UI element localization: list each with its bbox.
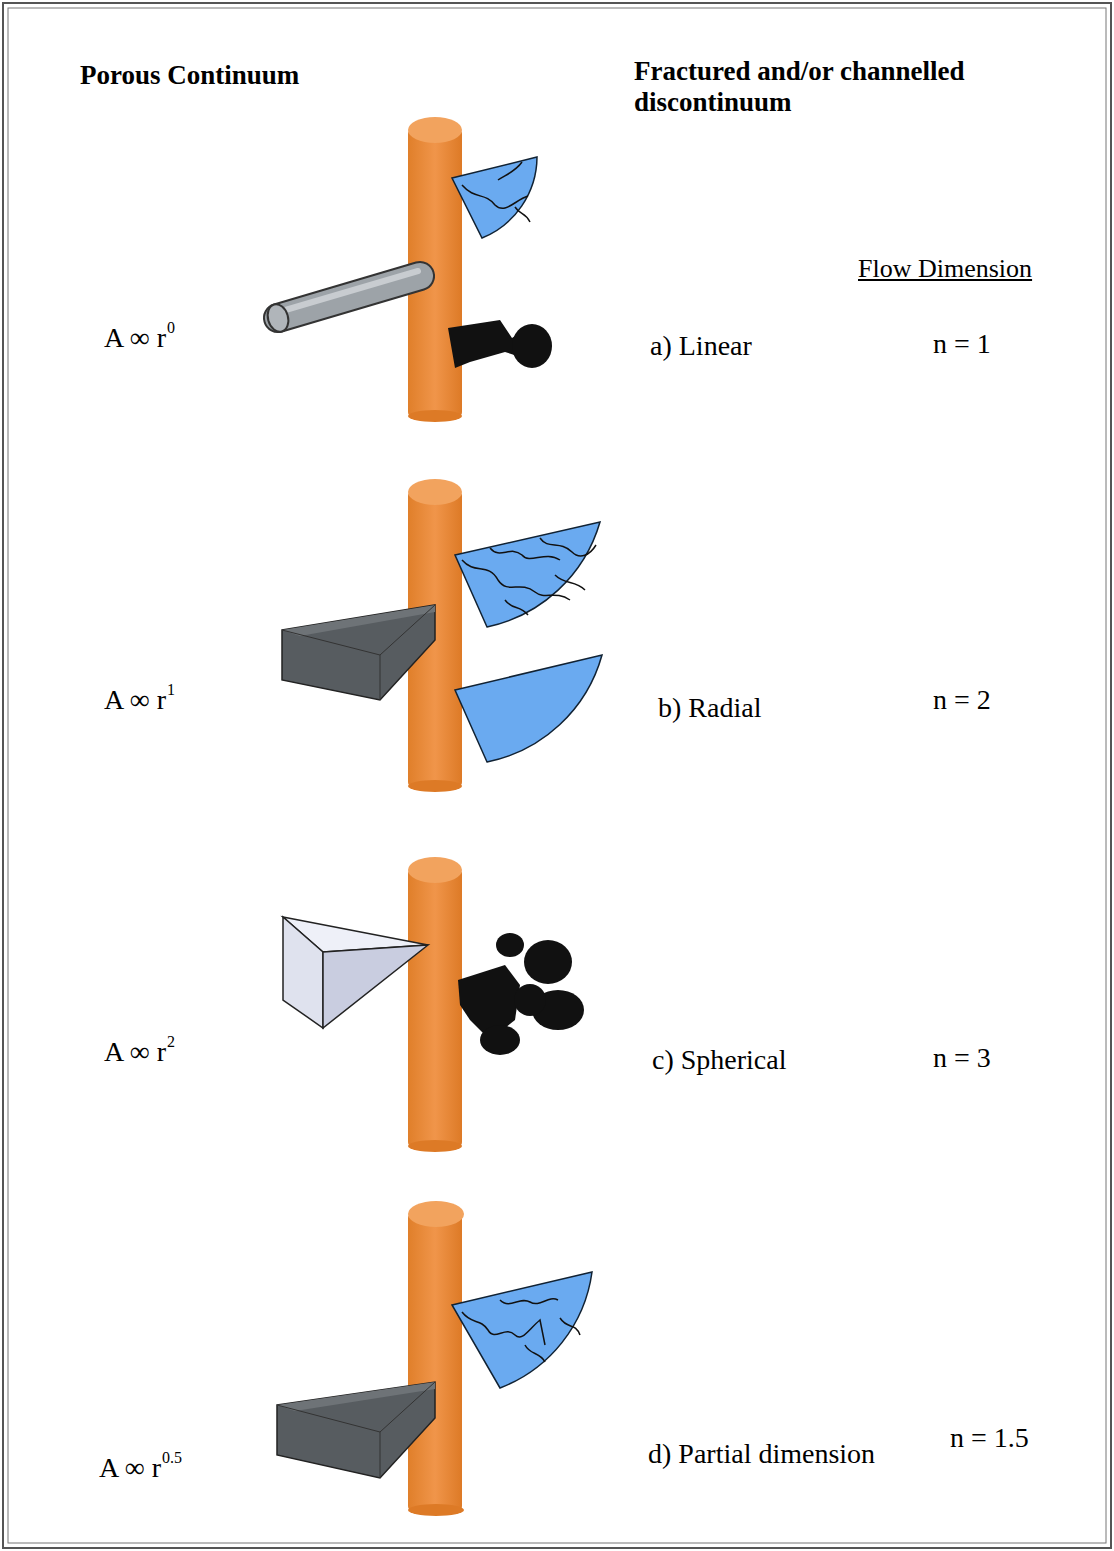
area-relation: A ∞ r [104,684,166,716]
flow-dimension-heading: Flow Dimension [858,254,1032,284]
fracture-sector [452,1272,592,1388]
column-heading: Porous Continuum [80,60,299,91]
fracture-cracks [462,538,596,615]
panel-linear [265,117,552,422]
channel-blob [448,320,552,368]
frame-inner [8,8,1106,1543]
area-exponent: 0 [167,319,175,337]
flow-dimension-value: n = 3 [933,1042,991,1074]
fracture-cracks [462,1299,580,1362]
panel-spherical [283,857,584,1152]
panel-partial [277,1201,592,1516]
linear-tube [265,271,420,334]
flow-type: a) Linear [650,330,752,362]
fracture-sector [455,522,600,627]
column-heading: Fractured and/or channelled discontinuum [634,56,1034,118]
flow-dimension-value: n = 1 [933,328,991,360]
spherical-prism [283,917,428,1028]
planar-sector [455,655,602,762]
area-relation: A ∞ r [104,322,166,354]
fracture-cracks [462,162,530,222]
panel-radial [282,479,602,792]
radial-wedge [282,605,435,700]
area-exponent: 2 [167,1033,175,1051]
flow-type: d) Partial dimension [648,1438,875,1470]
flow-dimension-value: n = 1.5 [950,1422,1029,1454]
borehole [408,857,462,1152]
flow-type: c) Spherical [652,1044,787,1076]
borehole [408,1201,464,1516]
channel-blob [458,933,584,1055]
frame [3,3,1111,1548]
flow-dimension-value: n = 2 [933,684,991,716]
area-exponent: 0.5 [162,1449,182,1467]
area-exponent: 1 [167,681,175,699]
flow-type: b) Radial [658,692,761,724]
partial-wedge [277,1382,435,1478]
area-relation: A ∞ r [104,1036,166,1068]
area-relation: A ∞ r [99,1452,161,1484]
fracture-sector [452,157,537,238]
